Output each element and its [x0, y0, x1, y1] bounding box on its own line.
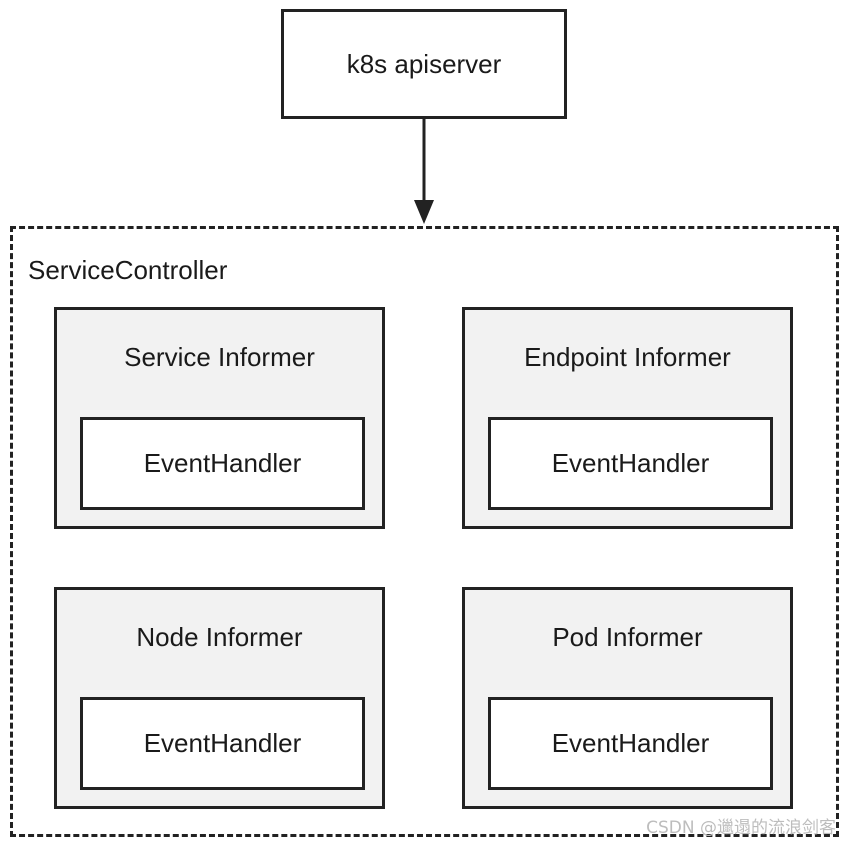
event-handler-box: EventHandler — [488, 697, 773, 790]
apiserver-box: k8s apiserver — [281, 9, 567, 119]
informer-title: Pod Informer — [552, 622, 703, 652]
event-handler-label: EventHandler — [551, 448, 710, 478]
informer-title: Service Informer — [124, 342, 315, 372]
service-controller-label: ServiceController — [28, 255, 228, 285]
node-informer: Node Informer EventHandler — [54, 587, 385, 809]
informer-title: Node Informer — [136, 622, 303, 652]
arrow-head — [414, 200, 434, 224]
service-informer: Service Informer EventHandler — [54, 307, 385, 529]
event-handler-box: EventHandler — [488, 417, 773, 510]
pod-informer: Pod Informer EventHandler — [462, 587, 793, 809]
event-handler-box: EventHandler — [80, 417, 365, 510]
event-handler-label: EventHandler — [143, 448, 302, 478]
event-handler-label: EventHandler — [143, 728, 302, 758]
endpoint-informer: Endpoint Informer EventHandler — [462, 307, 793, 529]
watermark: CSDN @邋遢的流浪剑客 — [646, 818, 836, 838]
service-controller-container — [10, 226, 839, 837]
informer-title: Endpoint Informer — [524, 342, 731, 372]
apiserver-label: k8s apiserver — [346, 48, 502, 79]
event-handler-box: EventHandler — [80, 697, 365, 790]
event-handler-label: EventHandler — [551, 728, 710, 758]
